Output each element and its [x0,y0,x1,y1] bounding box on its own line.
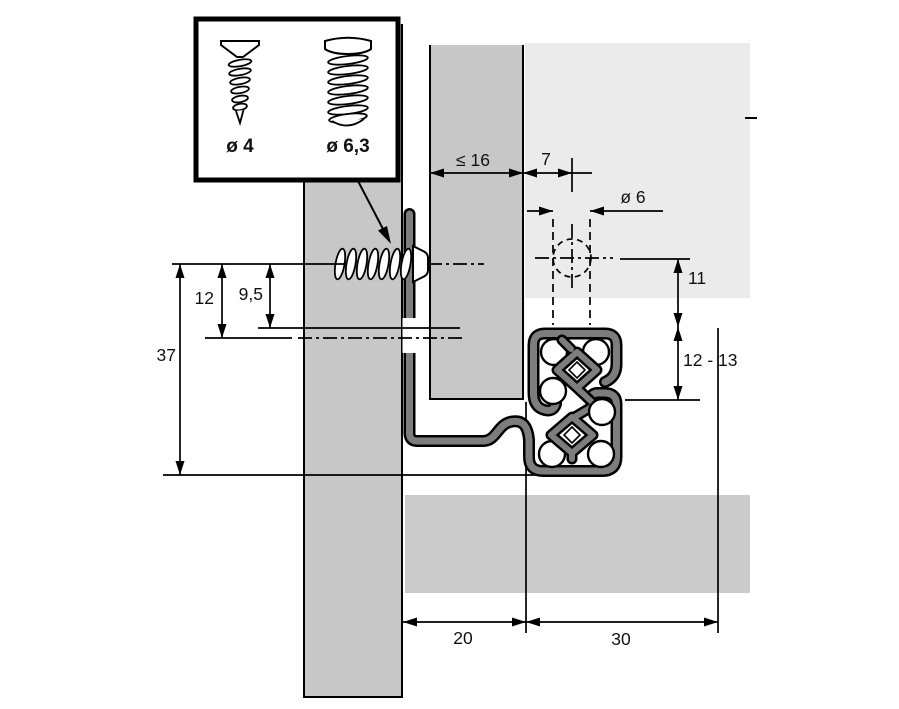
screw-thread [388,247,402,281]
screw-thread [327,94,369,106]
screw-head [412,244,429,284]
dim-hole-diameter-label: ø 6 [620,187,645,207]
arrowhead [673,313,683,327]
arrowhead [403,617,417,627]
arrowhead [673,259,683,273]
large-screw-label: ø 6,3 [326,136,369,157]
screw-thread [327,54,369,66]
dim-screw-line-upper-label: 9,5 [239,284,263,304]
diamond-hole-upper [567,360,587,380]
lower-wood-band [405,495,750,593]
drawer-rail-profile [527,327,623,417]
dim-hole-to-bottom-label: 11 [688,268,706,288]
small-screw-label: ø 4 [226,136,254,157]
dim-depth-back-label: 30 [611,629,631,649]
arrowhead [175,264,185,278]
arrowhead [704,617,718,627]
dimension-annotations: ≤ 16 7 ø 6 11 12 - 13 37 12 [157,149,738,649]
s-link-top [559,337,574,352]
screw-thread [231,94,249,104]
screw-thread [366,247,380,281]
ball-mid-left [538,376,568,406]
screw-thread [228,67,252,77]
countersunk-screw-head [220,40,260,58]
arrowhead [523,168,537,178]
arrowhead [430,168,444,178]
screw-inset-box: ø 4 ø 6,3 [193,16,401,244]
screw-tip [235,109,245,127]
screw-thread [327,84,369,96]
screw-tip [331,118,365,127]
intermediate-rail [545,334,617,465]
arrowhead [590,206,604,216]
diamond-hole-lower [562,425,582,445]
inset-pointer-arrowhead [378,226,391,244]
dim-hole-offset-label: 7 [541,149,551,169]
screw-thread [344,247,358,281]
arrowhead [217,324,227,338]
screw-thread [377,247,391,281]
drawer-rail-body [530,330,620,414]
mounting-screw [333,244,429,284]
rail-slot [402,318,417,353]
dim-clearance-label: 12 - 13 [683,350,737,370]
dim-depth-front-label: 20 [453,628,473,648]
cabinet-rail-body [406,210,620,475]
screw-thread [399,247,413,281]
screw-thread [227,58,253,68]
arrowhead [265,264,275,278]
inset-pointer-line [357,180,384,230]
dim-overall-height-label: 37 [157,345,176,365]
screw-thread [327,64,369,76]
screw-thread [230,85,250,95]
euro-screw-icon [324,36,372,127]
screw-thread [327,74,369,86]
arrowhead [217,264,227,278]
ball-bottom-right [586,439,616,469]
countersunk-screw-icon [220,40,260,127]
arrowhead [509,168,523,178]
dim-panel-thickness-label: ≤ 16 [456,150,490,170]
arrowhead [526,617,540,627]
cabinet-rail-profile [402,208,623,477]
ball-mid-right [587,397,617,427]
arrowhead [512,617,526,627]
arrowhead [175,461,185,475]
arrowhead [673,386,683,400]
dim-screw-line-lower-label: 12 [195,288,214,308]
screw-thread [355,247,369,281]
arrowhead [265,314,275,328]
drawer-side-panel [429,45,524,400]
screw-thread [229,76,251,86]
screw-thread [232,102,248,112]
arrowhead [558,168,572,178]
arrowhead [673,327,683,341]
arrowhead [539,206,553,216]
euro-screw-head [324,36,372,56]
